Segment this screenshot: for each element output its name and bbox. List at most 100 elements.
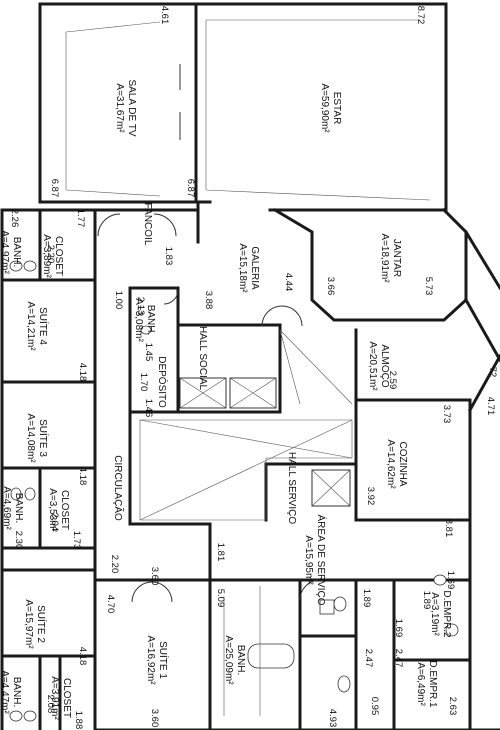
dimension-label: 3.60 [149,567,160,586]
room-label-banh-b: BANH.A=25,09m² [223,635,246,685]
dimension-label: 3.60 [149,709,160,728]
room-label-suite2: SUÍTE 2A=15,97m² [23,599,48,649]
dimension-label: 4.18 [77,363,88,382]
room-label-suite3: SUÍTE 3A=14,08m² [25,413,50,463]
dimension-label: 5.73 [423,277,434,296]
room-name: JANTAR [391,239,402,277]
room-label-hall-social: HALL SOCIAL [197,326,208,391]
dimension-label: 2.20 [109,555,120,574]
dimension-label: 3.66 [325,277,336,296]
room-label-banh-d: BANH.A=4,69m² [1,486,24,530]
room-area: A=3,91m² [49,676,60,720]
room-name: CLOSET [61,678,72,718]
dimension-label: 4.61 [159,6,170,25]
dimension-label: 1.83 [163,247,174,266]
dimension-label: 1.89 [361,589,372,608]
room-name: HALL SOCIAL [197,326,208,391]
room-area: A=4,47m² [0,670,10,714]
dimension-label: 2.26 [9,209,20,228]
dimension-label: 2.47 [393,649,404,668]
dimension-label: 8.72 [415,6,426,25]
dimension-label: 2.30 [13,531,24,550]
room-name: BANH. [11,677,22,708]
room-label-suite1: SUÍTE 1A=16,92m² [145,635,170,685]
dimension-label: 1.89 [421,591,432,610]
room-name: ALMOÇO [379,344,390,388]
room-name: SUÍTE 4 [37,307,50,345]
room-name: COZINHA [397,442,408,487]
dimension-label: 1.45 [143,343,154,362]
room-area: A=6,49m² [415,662,426,706]
room-area: A=16,92m² [145,635,156,685]
room-label-deposito: DEPÓSITO [156,356,169,408]
room-area: A=14,08m² [25,413,36,463]
room-name: SALA DE TV [126,79,137,136]
room-name: HALL SERVIÇO [286,452,297,524]
room-area: A=15,95m² [303,535,314,585]
room-label-hall-servico: HALL SERVIÇO [286,452,297,524]
dimension-label: 1.46 [143,399,154,418]
room-name: ESTAR [331,92,342,125]
room-area: A=14,62m² [385,439,396,489]
room-name: SUÍTE 2 [35,605,48,643]
room-name: BANH. [145,305,156,336]
dimension-label: 0.95 [369,697,380,716]
room-area: A=31,67m² [114,83,125,133]
dimension-label: 2.47 [363,649,374,668]
room-area: A=15,18m² [237,243,248,293]
dimension-label: 2.59 [387,371,398,390]
dimension-label: 4.70 [105,595,116,614]
dimension-label: 6.87 [185,179,196,198]
dimension-label: 3.92 [365,487,376,506]
dimension-label: 2.08 [45,695,56,714]
room-name: BANH. [235,645,246,676]
dimension-label: 1.81 [215,543,226,562]
dimension-label: 4.93 [327,709,338,728]
room-label-d-empr2: D.EMPR.2A=3,19m² [429,590,452,638]
dimension-label: 4.71 [485,397,496,416]
dimension-label: 72 [487,367,498,378]
dimension-label: 2.20 [45,245,56,264]
room-name: ÁREA DE SERVIÇO [315,515,328,606]
room-name: CLOSET [53,236,64,276]
room-label-banh-e: BANH.A=4,47m² [0,670,22,714]
room-name: SUÍTE 3 [37,419,50,457]
room-name: D.EMPR.1 [427,660,438,708]
dimension-label: 3.73 [441,405,452,424]
dimension-label: 3.88 [203,291,214,310]
detail-lines [9,19,459,722]
dimension-label: 1.00 [113,291,124,310]
room-area: A=3,19m² [429,592,440,636]
room-label-fancoil: FANCOIL [142,203,153,246]
room-label-sala-tv: SALA DE TVA=31,67m² [114,79,137,136]
room-area: A=3,53m² [47,488,58,532]
dimension-label: 4.44 [283,273,294,292]
dimension-label: 1.88 [73,711,84,730]
dimension-label: 8.81 [443,519,454,538]
room-area: A=3,89m² [41,234,52,278]
dimension-label: 1.73 [71,531,82,550]
room-name: GALERIA [249,246,260,290]
room-area: A=25,09m² [223,635,234,685]
dimension-label: 1.69 [445,571,456,590]
room-area: A=15,97m² [23,599,34,649]
room-label-banh-a: BANH.A=3,08m² [133,298,156,342]
room-area: A=4,97m² [0,230,10,274]
room-name: SUÍTE 1 [157,641,170,679]
dimension-label: 2.63 [447,697,458,716]
room-area: A=3,08m² [133,298,144,342]
dimension-label: 1.77 [75,209,86,228]
room-label-suite4: SUÍTE 4A=14,21m² [25,301,50,351]
room-name: CIRCULAÇÃO [112,455,125,521]
room-area: A=18,91m² [379,233,390,283]
